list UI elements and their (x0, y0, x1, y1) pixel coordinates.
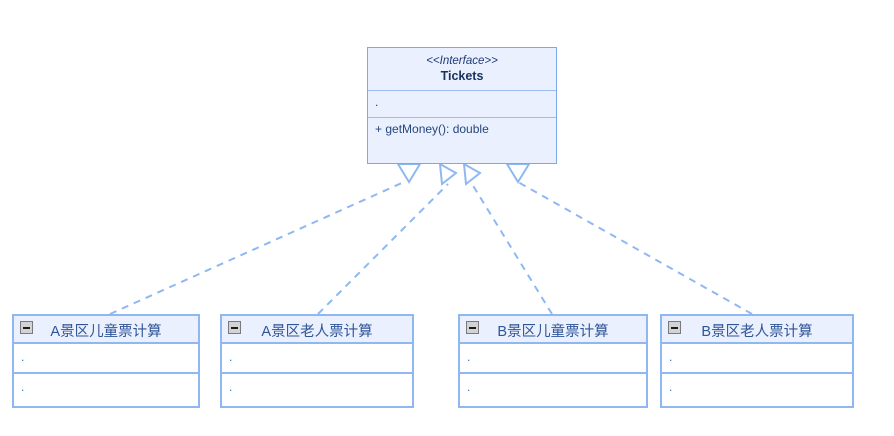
class-operations-compartment[interactable]: . (460, 374, 646, 404)
class-operations-compartment[interactable]: . (222, 374, 412, 404)
hollow-triangle-arrowhead-b-child (462, 162, 482, 186)
minus-glyph (671, 327, 678, 329)
minus-glyph (23, 327, 30, 329)
realization-edge-a-elder[interactable] (317, 162, 458, 315)
interface-node-tickets[interactable]: <<Interface>> Tickets . + getMoney(): do… (367, 47, 557, 164)
class-attribute-item: . (229, 350, 233, 364)
class-node-a-child-ticket[interactable]: A景区儿童票计算 . . (12, 314, 200, 408)
collapse-minus-icon[interactable] (20, 321, 33, 334)
class-node-a-elder-ticket[interactable]: A景区老人票计算 . . (220, 314, 414, 408)
interface-stereotype-label: <<Interface>> (426, 55, 498, 67)
collapse-minus-icon[interactable] (466, 321, 479, 334)
class-title-label: A景区老人票计算 (261, 324, 373, 340)
class-operation-item: . (229, 380, 233, 394)
interface-name-label: Tickets (440, 69, 484, 84)
class-operations-compartment[interactable]: . (662, 374, 852, 404)
hollow-triangle-arrowhead-a-elder (438, 162, 458, 186)
realization-edge-b-child[interactable] (462, 162, 553, 315)
realization-edge-a-child[interactable] (109, 163, 422, 315)
class-title-label: B景区儿童票计算 (497, 324, 609, 340)
interface-attributes-compartment[interactable]: . (368, 91, 556, 118)
class-operation-item: . (467, 380, 471, 394)
class-attribute-item: . (669, 350, 673, 364)
class-attributes-compartment[interactable]: . (14, 344, 198, 374)
class-node-b-child-ticket[interactable]: B景区儿童票计算 . . (458, 314, 648, 408)
interface-header: <<Interface>> Tickets (368, 48, 556, 91)
class-operations-compartment[interactable]: . (14, 374, 198, 404)
class-attributes-compartment[interactable]: . (460, 344, 646, 374)
class-operation-item: . (669, 380, 673, 394)
class-node-b-elder-ticket[interactable]: B景区老人票计算 . . (660, 314, 854, 408)
class-header: B景区儿童票计算 (460, 316, 646, 344)
collapse-minus-icon[interactable] (228, 321, 241, 334)
class-operation-item: . (21, 380, 25, 394)
class-attribute-item: . (467, 350, 471, 364)
interface-attribute-item: . (375, 95, 379, 109)
realization-line-a-elder (317, 183, 449, 315)
realization-edge-b-elder[interactable] (505, 163, 753, 315)
class-title-label: A景区儿童票计算 (50, 324, 162, 340)
interface-operations-compartment[interactable]: + getMoney(): double (368, 118, 556, 156)
interface-operation-item: + getMoney(): double (375, 122, 489, 136)
realization-line-b-elder (517, 181, 753, 315)
hollow-triangle-arrowhead-b-elder (505, 163, 531, 184)
class-header: A景区老人票计算 (222, 316, 412, 344)
class-attributes-compartment[interactable]: . (662, 344, 852, 374)
collapse-minus-icon[interactable] (668, 321, 681, 334)
class-header: A景区儿童票计算 (14, 316, 198, 344)
hollow-triangle-arrowhead-a-child (396, 163, 422, 184)
class-header: B景区老人票计算 (662, 316, 852, 344)
minus-glyph (231, 327, 238, 329)
class-attribute-item: . (21, 350, 25, 364)
class-title-label: B景区老人票计算 (701, 324, 813, 340)
realization-line-b-child (471, 183, 553, 315)
minus-glyph (469, 327, 476, 329)
class-attributes-compartment[interactable]: . (222, 344, 412, 374)
realization-line-a-child (109, 181, 405, 315)
